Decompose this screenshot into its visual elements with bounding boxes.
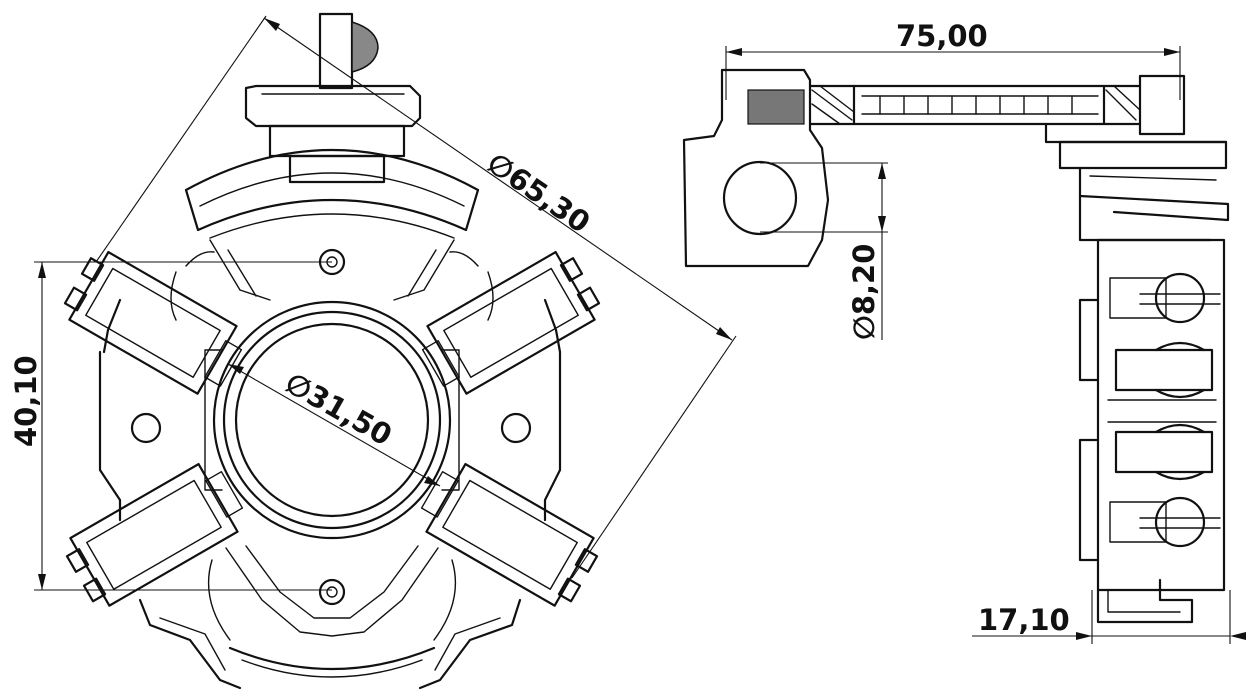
front-view: ∅65,30 ∅31,50 40,10 xyxy=(9,12,737,690)
dim-width: 17,10 xyxy=(972,590,1246,644)
dim-label-outer-diameter: ∅65,30 xyxy=(481,146,596,240)
top-terminal xyxy=(244,12,422,184)
dim-outer-diameter: ∅65,30 xyxy=(95,15,737,579)
bottom-plate xyxy=(1096,578,1194,624)
braided-lead xyxy=(808,84,1142,126)
dim-hole-diameter: ∅8,20 xyxy=(760,162,888,340)
brush-holder-upper-right xyxy=(421,250,601,395)
dim-label-hole-diameter: ∅8,20 xyxy=(847,244,881,340)
top-bracket xyxy=(1044,74,1230,242)
dim-label-inner-diameter: ∅31,50 xyxy=(280,366,398,453)
side-body xyxy=(1078,238,1226,592)
dim-label-width: 17,10 xyxy=(978,603,1070,637)
top-arc-block xyxy=(184,148,480,239)
brush-holder-lower-right xyxy=(420,462,599,607)
brush-holder-lower-left xyxy=(65,462,244,607)
outer-body xyxy=(98,239,562,690)
terminal-lug xyxy=(682,68,830,268)
dim-length: 75,00 xyxy=(725,19,1181,100)
dim-label-length: 75,00 xyxy=(896,19,988,53)
dim-inner-diameter: ∅31,50 xyxy=(227,363,441,487)
dim-label-height: 40,10 xyxy=(9,355,43,447)
side-view: 75,00 ∅8,20 17,10 xyxy=(682,19,1246,644)
dim-height: 40,10 xyxy=(9,261,332,591)
